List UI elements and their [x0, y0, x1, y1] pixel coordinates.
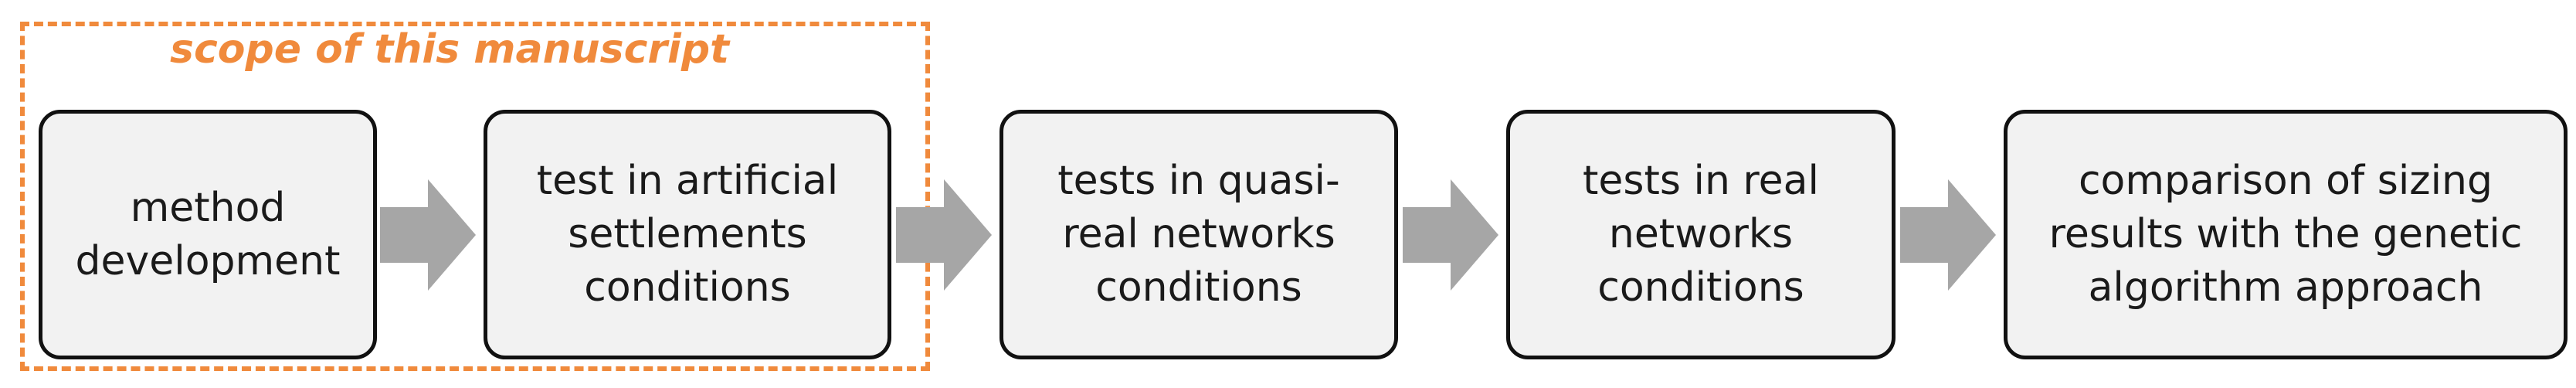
arrow-right-icon [896, 179, 992, 291]
arrow-right-icon [1900, 179, 1996, 291]
step-method-development: method development [39, 110, 377, 359]
scope-label: scope of this manuscript [170, 26, 729, 73]
step-real-networks: tests in real networks conditions [1506, 110, 1896, 359]
scope-frame [20, 22, 930, 371]
step-label: method development [75, 184, 341, 284]
step-quasi-real-networks: tests in quasi- real networks conditions [1000, 110, 1398, 359]
arrow-right-icon [1403, 179, 1498, 291]
step-label: test in artificial settlements condition… [536, 158, 839, 311]
step-label: tests in real networks conditions [1583, 158, 1819, 311]
step-genetic-algorithm-comparison: comparison of sizing results with the ge… [2004, 110, 2568, 359]
step-label: tests in quasi- real networks conditions [1057, 158, 1340, 311]
step-label: comparison of sizing results with the ge… [2048, 158, 2523, 311]
step-artificial-settlements: test in artificial settlements condition… [484, 110, 891, 359]
arrow-right-icon [380, 179, 476, 291]
